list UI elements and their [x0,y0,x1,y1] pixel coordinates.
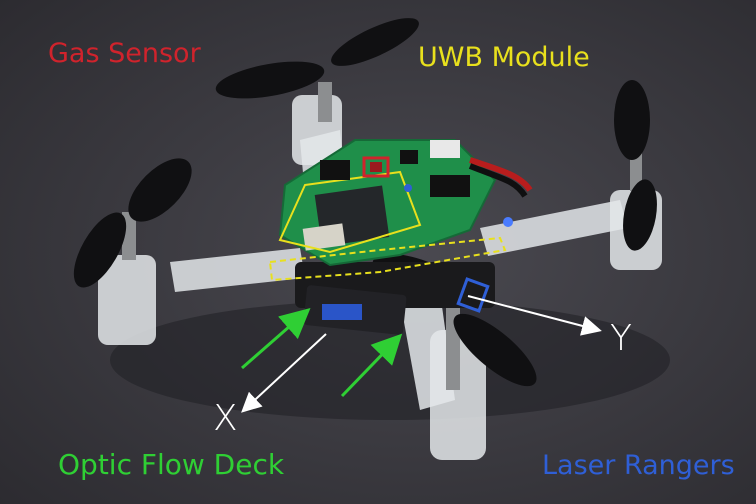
axis-y-label: Y [610,318,632,359]
uwb-deck-pcb [268,139,513,282]
lower-decks [295,262,495,335]
optic-flow-arrows [241,308,403,398]
gas-sensor-label: Gas Sensor [48,38,201,69]
y-axis-arrow [467,295,602,336]
laser-rangers-label: Laser Rangers [542,450,735,481]
x-axis-arrow [241,333,327,413]
uwb-module-label: UWB Module [418,42,590,73]
optic-flow-deck-label: Optic Flow Deck [58,448,285,481]
optic-flow-arrow-1 [241,308,311,370]
axis-x-label: X [213,398,238,439]
optic-flow-arrow-2 [340,333,403,398]
axis-arrows [241,295,602,413]
